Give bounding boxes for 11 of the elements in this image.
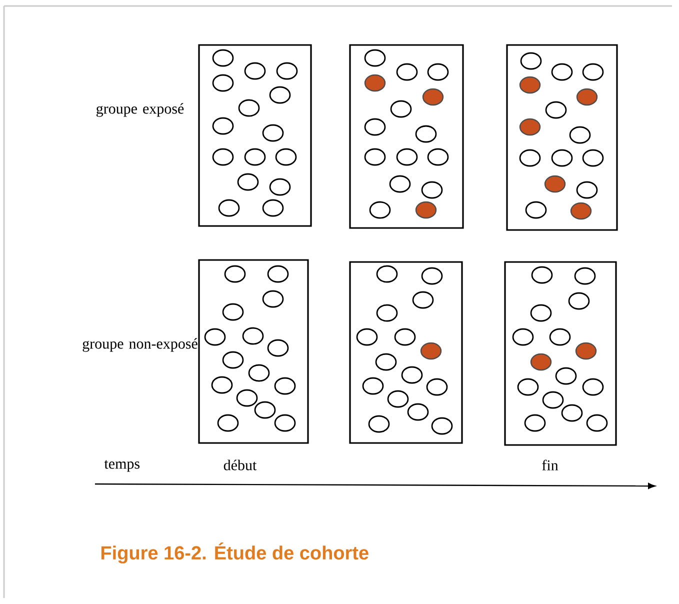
group-box: [506, 44, 618, 231]
row-label: groupe exposé: [96, 103, 184, 117]
row-label: temps: [104, 460, 140, 472]
group-box: [504, 261, 617, 446]
group-box: [198, 259, 309, 444]
group-box: [349, 261, 463, 444]
figure-caption: Figure 16-2. Étude de cohorte: [101, 542, 368, 564]
group-box: [198, 44, 312, 227]
group-box: [349, 44, 464, 229]
row-label: début: [224, 460, 257, 470]
row-label: fin: [542, 460, 558, 470]
